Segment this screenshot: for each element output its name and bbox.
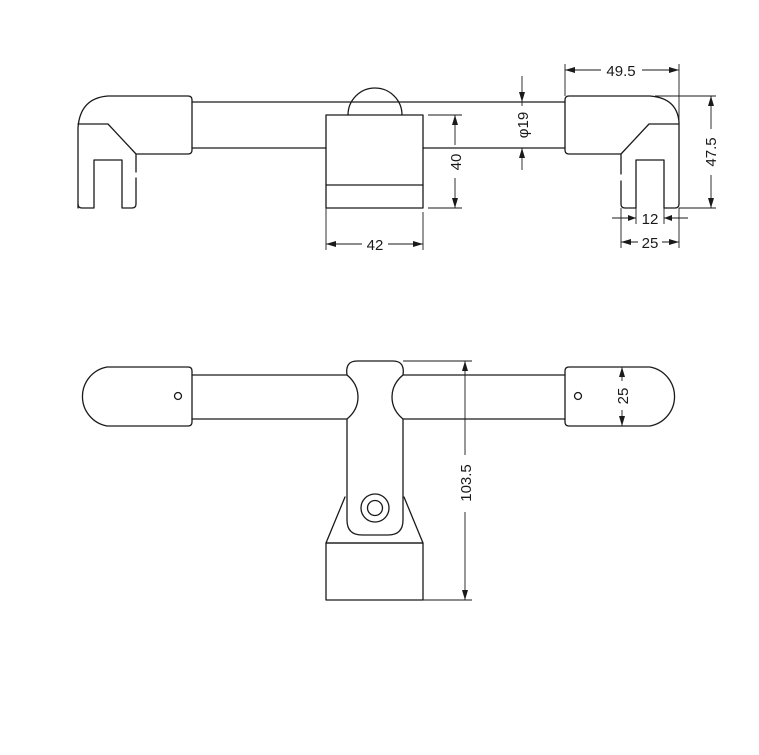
dim-label-12: 12 [642,211,659,228]
dim-block-width: 42 [325,208,424,254]
dim-block-height: 40 [428,114,465,209]
right-end-cap-top [564,366,676,427]
right-clamp-front [564,95,680,209]
center-block-front [325,87,424,209]
pin-hole-right [573,391,583,401]
dim-label-25-front: 25 [642,235,659,252]
dim-label-40: 40 [448,154,465,171]
dim-tube-diameter: φ19 [515,76,532,170]
front-view: 49.5 47.5 12 [77,63,720,254]
pin-hole-left [173,391,183,401]
dim-label-103-5: 103.5 [458,464,475,502]
dim-slot-width: 12 [612,208,688,228]
center-arm-top [346,360,404,536]
dim-label-phi-19: φ19 [515,112,532,138]
left-clamp-front [77,95,193,209]
dim-end-cap-width: 25 [615,367,632,426]
dim-label-49-5: 49.5 [606,63,635,80]
left-end-cap-top [81,366,193,427]
bolt-inner [366,499,384,517]
dim-clamp-base: 25 [620,208,680,252]
dim-clamp-length: 49.5 [564,63,680,124]
dim-label-42: 42 [367,237,384,254]
top-view: 103.5 25 [81,360,676,601]
dim-overall-depth: 103.5 [403,360,475,601]
dim-label-25-top: 25 [615,388,632,405]
base-block-top [325,496,424,601]
dim-label-47-5: 47.5 [703,137,720,166]
bolt-outer [360,493,390,523]
tube-front [191,101,566,149]
tube-top [191,374,566,420]
dim-clamp-height: 47.5 [655,95,720,209]
